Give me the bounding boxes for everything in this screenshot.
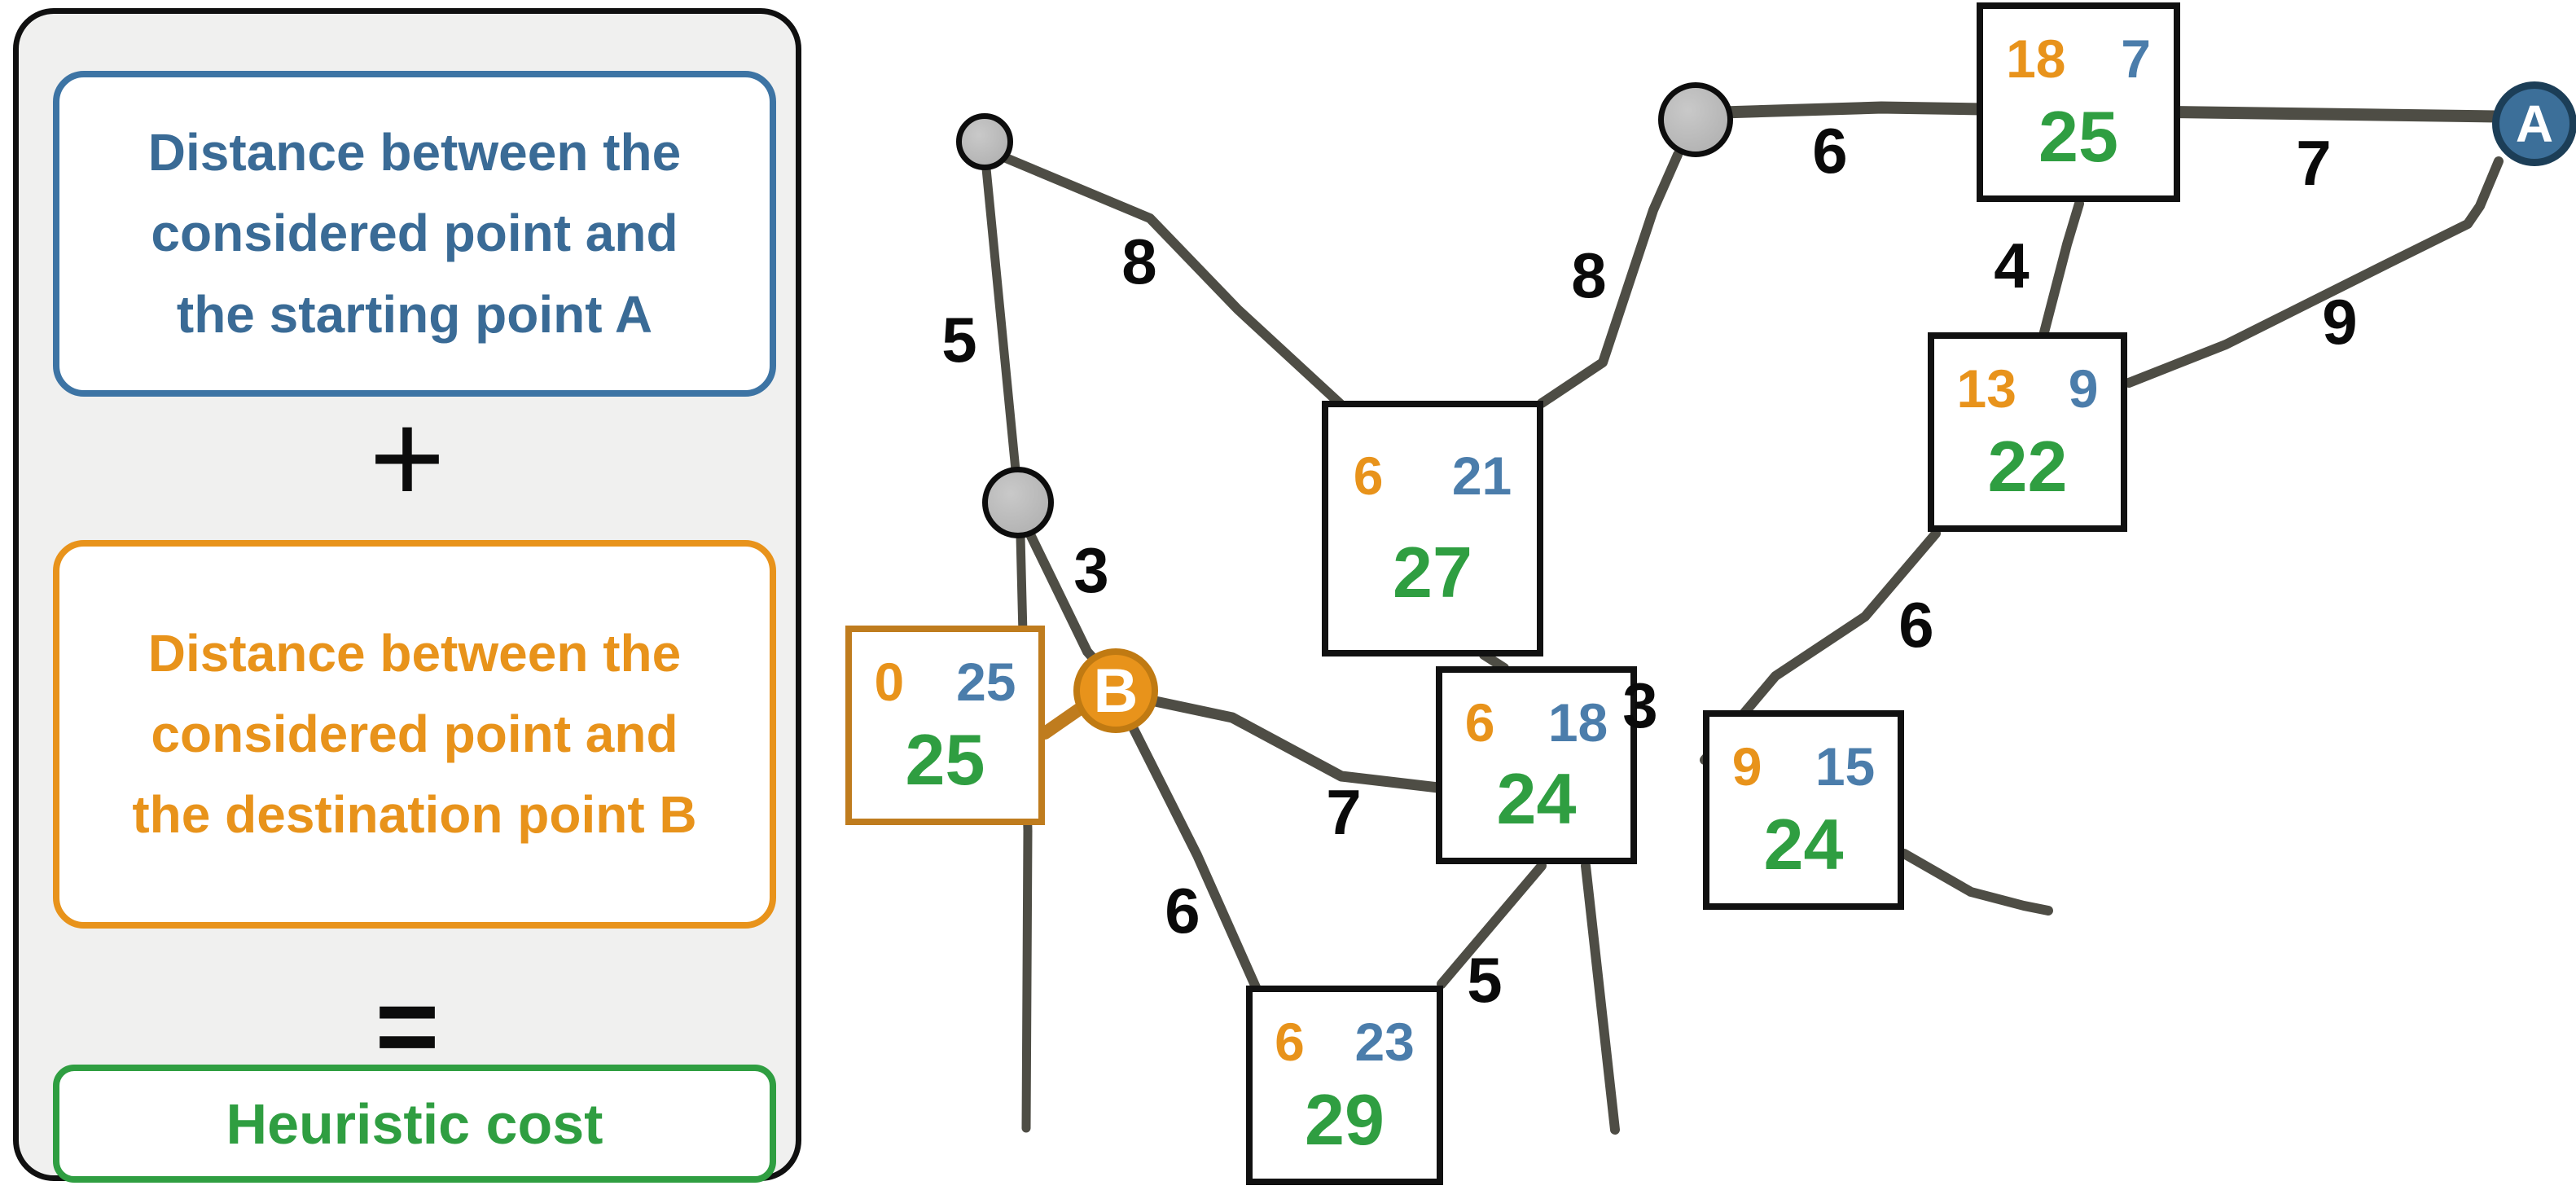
waypoint-box-center: 6 18 24 — [1436, 666, 1637, 864]
distance-to-a-value: 25 — [956, 652, 1016, 713]
distance-to-b-value: 6 — [1464, 692, 1495, 753]
edge-weight-label: 6 — [1898, 589, 1934, 661]
heuristic-cost-value: 24 — [1496, 758, 1577, 840]
road-g3-to-box27 — [1537, 150, 1683, 408]
edge-weight-label: 7 — [2296, 127, 2332, 199]
equals-operator: = — [375, 964, 440, 1087]
destination-node-label: B — [1093, 656, 1139, 726]
distance-to-a-value: 15 — [1815, 736, 1876, 797]
edge-weight-label: 7 — [1326, 776, 1362, 848]
plus-operator: + — [369, 384, 445, 530]
start-node-label: A — [2515, 94, 2554, 153]
edge-weight-label: 6 — [1812, 115, 1848, 187]
heuristic-cost-value: 25 — [2038, 95, 2118, 177]
edge-weight-label: 3 — [1073, 534, 1109, 606]
heuristic-cost-value: 25 — [905, 718, 985, 800]
road-b-to-box29 — [1129, 724, 1261, 992]
waypoint-box-top-right: 18 7 25 — [1977, 2, 2180, 202]
waypoint-box-upper-middle: 6 21 27 — [1322, 401, 1543, 656]
waypoint-box-distances: 6 21 — [1354, 449, 1512, 503]
distance-to-b-value: 13 — [1956, 358, 2016, 419]
legend-heuristic-cost-text: Heuristic cost — [226, 1091, 603, 1156]
edge-weight-label: 8 — [1121, 226, 1157, 297]
heuristic-cost-value: 22 — [1987, 425, 2068, 507]
road-g1-to-g2 — [981, 164, 1020, 475]
waypoint-box-destination: 0 25 25 — [845, 626, 1045, 825]
legend-distance-to-start-text: Distance between the considered point an… — [147, 123, 682, 344]
road-box24r-trailing-east — [1899, 849, 2053, 916]
distance-to-a-value: 7 — [2121, 29, 2151, 90]
edge-weight-label: 6 — [1165, 875, 1200, 946]
waypoint-box-bottom: 6 23 29 — [1246, 986, 1443, 1185]
distance-to-b-value: 9 — [1731, 736, 1762, 797]
distance-to-b-value: 6 — [1275, 1012, 1305, 1073]
road-box24-trailing-south — [1581, 861, 1620, 1135]
edge-weight-label: 3 — [1622, 670, 1658, 741]
road-box27-to-box24 — [1479, 650, 1509, 673]
junction-node — [982, 467, 1054, 538]
distance-to-a-value: 23 — [1354, 1012, 1415, 1073]
heuristic-cost-value: 27 — [1393, 531, 1472, 613]
distance-to-b-value: 6 — [1353, 446, 1384, 507]
road-g1-to-box27 — [985, 147, 1347, 411]
edge-weight-label: 5 — [941, 304, 977, 375]
heuristic-cost-value: 29 — [1305, 1078, 1385, 1160]
edge-weight-label: 5 — [1467, 944, 1503, 1016]
start-node-a: A — [2492, 81, 2576, 166]
distance-to-a-value: 9 — [2068, 358, 2099, 419]
road-a-to-box22 — [2124, 156, 2504, 388]
waypoint-box-distances: 13 9 — [1956, 362, 2098, 415]
road-box29-to-box24 — [1437, 861, 1547, 989]
edge-weight-label: 8 — [1571, 239, 1607, 311]
legend-heuristic-cost-box: Heuristic cost — [53, 1065, 776, 1183]
road-box25-to-box22 — [2039, 199, 2084, 337]
waypoint-box-distances: 18 7 — [2006, 32, 2151, 86]
junction-node — [956, 113, 1013, 170]
junction-node — [1658, 82, 1733, 157]
distance-to-a-value: 18 — [1547, 692, 1608, 753]
waypoint-box-distances: 6 23 — [1275, 1015, 1415, 1069]
waypoint-box-distances: 9 15 — [1732, 740, 1876, 793]
legend-distance-to-destination-text: Distance between the considered point an… — [132, 623, 697, 845]
legend-distance-to-destination-box: Distance between the considered point an… — [53, 540, 776, 929]
edge-weight-label: 9 — [2322, 286, 2358, 358]
distance-to-a-value: 21 — [1451, 446, 1512, 507]
waypoint-box-center-right: 9 15 24 — [1703, 710, 1904, 910]
legend-panel: Distance between the considered point an… — [13, 8, 801, 1183]
waypoint-box-distances: 6 18 — [1465, 696, 1608, 749]
destination-node-b: B — [1073, 648, 1158, 733]
distance-to-b-value: 0 — [874, 652, 905, 713]
distance-to-b-value: 18 — [2006, 29, 2066, 90]
road-b-to-box24 — [1130, 692, 1444, 793]
waypoint-box-right: 13 9 22 — [1928, 332, 2127, 532]
heuristic-cost-value: 24 — [1763, 803, 1844, 885]
waypoint-box-distances: 0 25 — [874, 655, 1016, 709]
legend-distance-to-start-box: Distance between the considered point an… — [53, 71, 776, 397]
edge-weight-label: 4 — [1994, 230, 2030, 301]
